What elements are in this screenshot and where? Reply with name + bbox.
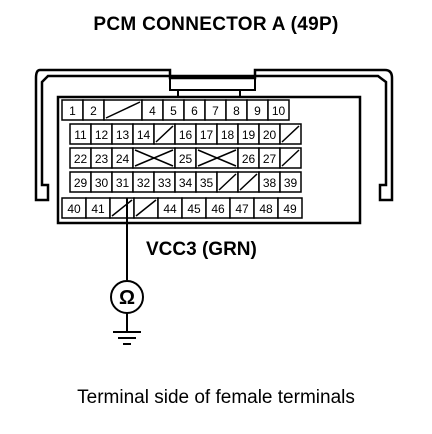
empty-terminal-mark	[134, 149, 174, 167]
empty-terminal-mark	[155, 125, 174, 143]
terminal-number: 2	[90, 104, 97, 118]
terminal-number: 4	[149, 104, 156, 118]
terminal-number: 19	[242, 128, 256, 142]
terminal-number: 18	[221, 128, 235, 142]
empty-terminal-mark	[105, 101, 141, 119]
terminal-number: 44	[163, 202, 177, 216]
terminal-number: 9	[254, 104, 261, 118]
terminal-number: 22	[74, 152, 88, 166]
housing-latch	[169, 78, 256, 91]
terminal-number: 34	[179, 176, 193, 190]
terminal-number: 23	[95, 152, 109, 166]
terminal-number: 8	[233, 104, 240, 118]
terminal-number: 11	[74, 128, 87, 142]
terminal-number: 47	[235, 202, 249, 216]
terminal-number: 48	[259, 202, 273, 216]
signal-label: VCC3 (GRN)	[146, 239, 257, 260]
terminal-number: 17	[200, 128, 214, 142]
connector-housing	[34, 68, 394, 202]
terminal-number: 45	[187, 202, 201, 216]
terminal-number: 27	[263, 152, 277, 166]
empty-terminal-mark	[281, 149, 300, 167]
terminal-number: 25	[179, 152, 193, 166]
terminal-number: 14	[137, 128, 151, 142]
terminal-number: 16	[179, 128, 193, 142]
empty-terminal-mark	[197, 149, 237, 167]
empty-terminal-mark	[218, 173, 237, 191]
terminal-cell	[277, 197, 303, 219]
diagram-title: PCM CONNECTOR A (49P)	[93, 14, 339, 35]
terminal-number: 35	[200, 176, 214, 190]
terminal-number: 46	[211, 202, 225, 216]
terminal-number: 41	[91, 202, 105, 216]
terminal-number: 30	[95, 176, 109, 190]
terminal-number: 12	[95, 128, 109, 142]
terminal-number: 26	[242, 152, 256, 166]
empty-terminal-mark	[239, 173, 258, 191]
empty-terminal-mark	[135, 199, 157, 217]
terminal-number: 33	[158, 176, 172, 190]
terminal-number: 49	[283, 202, 297, 216]
terminal-number: 13	[116, 128, 130, 142]
terminal-number: 20	[263, 128, 277, 142]
terminal-cell	[267, 99, 290, 121]
empty-terminal-mark	[111, 199, 133, 217]
terminal-number: 5	[170, 104, 177, 118]
terminal-number: 32	[137, 176, 151, 190]
terminal-number: 39	[284, 176, 298, 190]
terminal-number: 29	[74, 176, 88, 190]
terminal-number: 1	[69, 104, 76, 118]
terminal-number: 24	[116, 152, 130, 166]
terminal-number: 38	[263, 176, 277, 190]
terminal-number: 40	[67, 202, 81, 216]
terminal-number: 31	[116, 176, 130, 190]
empty-terminal-mark	[281, 125, 300, 143]
terminal-number: 6	[191, 104, 198, 118]
terminal-number: 10	[272, 104, 286, 118]
ohm-symbol: Ω	[119, 287, 135, 309]
terminal-number: 7	[212, 104, 219, 118]
terminal-cell	[279, 171, 302, 193]
ground-icon	[113, 331, 141, 345]
diagram-caption: Terminal side of female terminals	[77, 387, 355, 408]
